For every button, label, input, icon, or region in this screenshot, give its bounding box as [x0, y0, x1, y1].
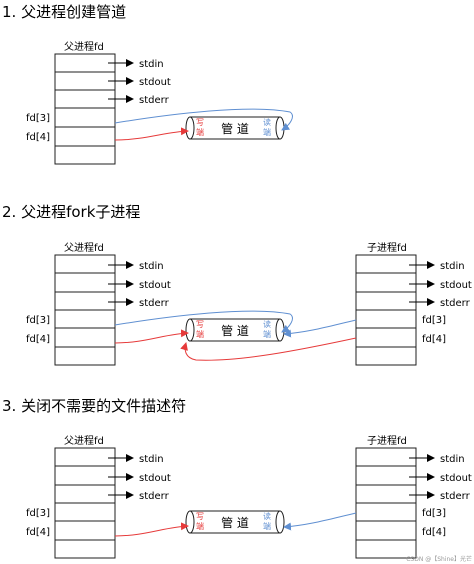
child-fd-header: 子进程fd: [367, 435, 407, 447]
parent-std-arrows: [108, 261, 134, 306]
parent-fd4-write-arrow: [114, 329, 189, 344]
parent-fd-header: 父进程fd: [64, 41, 104, 53]
read-end-label: 端: [263, 127, 271, 137]
section-1: 1. 父进程创建管道 父进程fd stdin stdout stderr fd[…: [2, 3, 293, 165]
section-1-title: 1. 父进程创建管道: [2, 3, 126, 21]
parent-fd-header: 父进程fd: [64, 242, 104, 254]
stdout-label: stdout: [440, 280, 472, 291]
stdout-label: stdout: [139, 77, 171, 88]
write-end-label: 端: [196, 127, 204, 137]
child-fd3-read-arrow: [283, 319, 357, 338]
section-2: 2. 父进程fork子进程 父进程fd stdin stdout stderr …: [2, 203, 472, 366]
pipe-label: 管 道: [221, 323, 249, 338]
stdout-label: stdout: [139, 280, 171, 291]
parent-std-arrows: [108, 59, 134, 103]
section-3: 3. 关闭不需要的文件描述符 父进程fd stdin stdout stderr…: [2, 397, 472, 559]
child-fd4-write-arrow: [180, 337, 357, 361]
section-2-title: 2. 父进程fork子进程: [2, 203, 140, 221]
child-fd-table: [355, 254, 417, 366]
write-end-label: 端: [196, 329, 204, 339]
read-end-label: 读: [263, 117, 271, 127]
fd4-label: fd[4]: [26, 527, 50, 538]
pipe-label: 管 道: [221, 515, 249, 530]
pipe: 管 道 写 端 读 端: [185, 116, 285, 140]
stdin-label: stdin: [139, 261, 164, 272]
parent-fd-table: [54, 254, 116, 366]
parent-fd4-write-arrow: [114, 522, 189, 537]
read-end-label: 端: [263, 329, 271, 339]
fd4-label: fd[4]: [422, 527, 446, 538]
write-end-label: 写: [196, 512, 204, 521]
stderr-label: stderr: [440, 298, 471, 309]
stderr-label: stderr: [440, 491, 471, 502]
parent-fd3-read-arrow: [114, 108, 293, 131]
stdin-label: stdin: [440, 454, 465, 465]
write-end-label: 写: [196, 118, 204, 127]
parent-fd4-write-arrow: [114, 127, 189, 141]
read-end-label: 读: [263, 319, 271, 329]
parent-fd3-read-arrow: [114, 310, 293, 333]
stdout-label: stdout: [440, 473, 472, 484]
fd4-label: fd[4]: [26, 132, 50, 143]
stdin-label: stdin: [139, 59, 164, 70]
parent-fd-header: 父进程fd: [64, 435, 104, 447]
stderr-label: stderr: [139, 491, 170, 502]
stderr-label: stderr: [139, 298, 170, 309]
section-3-title: 3. 关闭不需要的文件描述符: [2, 397, 186, 415]
parent-fd-table: [54, 53, 116, 165]
stdin-label: stdin: [440, 261, 465, 272]
parent-fd-table: [54, 447, 116, 559]
fd3-label: fd[3]: [26, 315, 50, 326]
stderr-label: stderr: [139, 95, 170, 106]
child-fd-table: [355, 447, 417, 559]
watermark: CSDN @【Shine】光芒: [406, 555, 472, 563]
write-end-label: 端: [196, 521, 204, 531]
pipe-label: 管 道: [221, 121, 249, 136]
fd3-label: fd[3]: [26, 508, 50, 519]
fd4-label: fd[4]: [26, 334, 50, 345]
read-end-label: 端: [263, 521, 271, 531]
fd4-label: fd[4]: [422, 334, 446, 345]
pipe: 管 道 写 端 读 端: [185, 510, 285, 534]
fd3-label: fd[3]: [26, 113, 50, 124]
write-end-label: 写: [196, 320, 204, 329]
child-fd3-read-arrow: [283, 512, 357, 531]
pipe: 管 道 写 端 读 端: [185, 318, 285, 342]
child-std-arrows: [409, 454, 435, 499]
child-std-arrows: [409, 261, 435, 306]
child-fd-header: 子进程fd: [367, 242, 407, 254]
stdin-label: stdin: [139, 454, 164, 465]
fd3-label: fd[3]: [422, 508, 446, 519]
parent-std-arrows: [108, 454, 134, 499]
stdout-label: stdout: [139, 473, 171, 484]
fd3-label: fd[3]: [422, 315, 446, 326]
read-end-label: 读: [263, 511, 271, 521]
